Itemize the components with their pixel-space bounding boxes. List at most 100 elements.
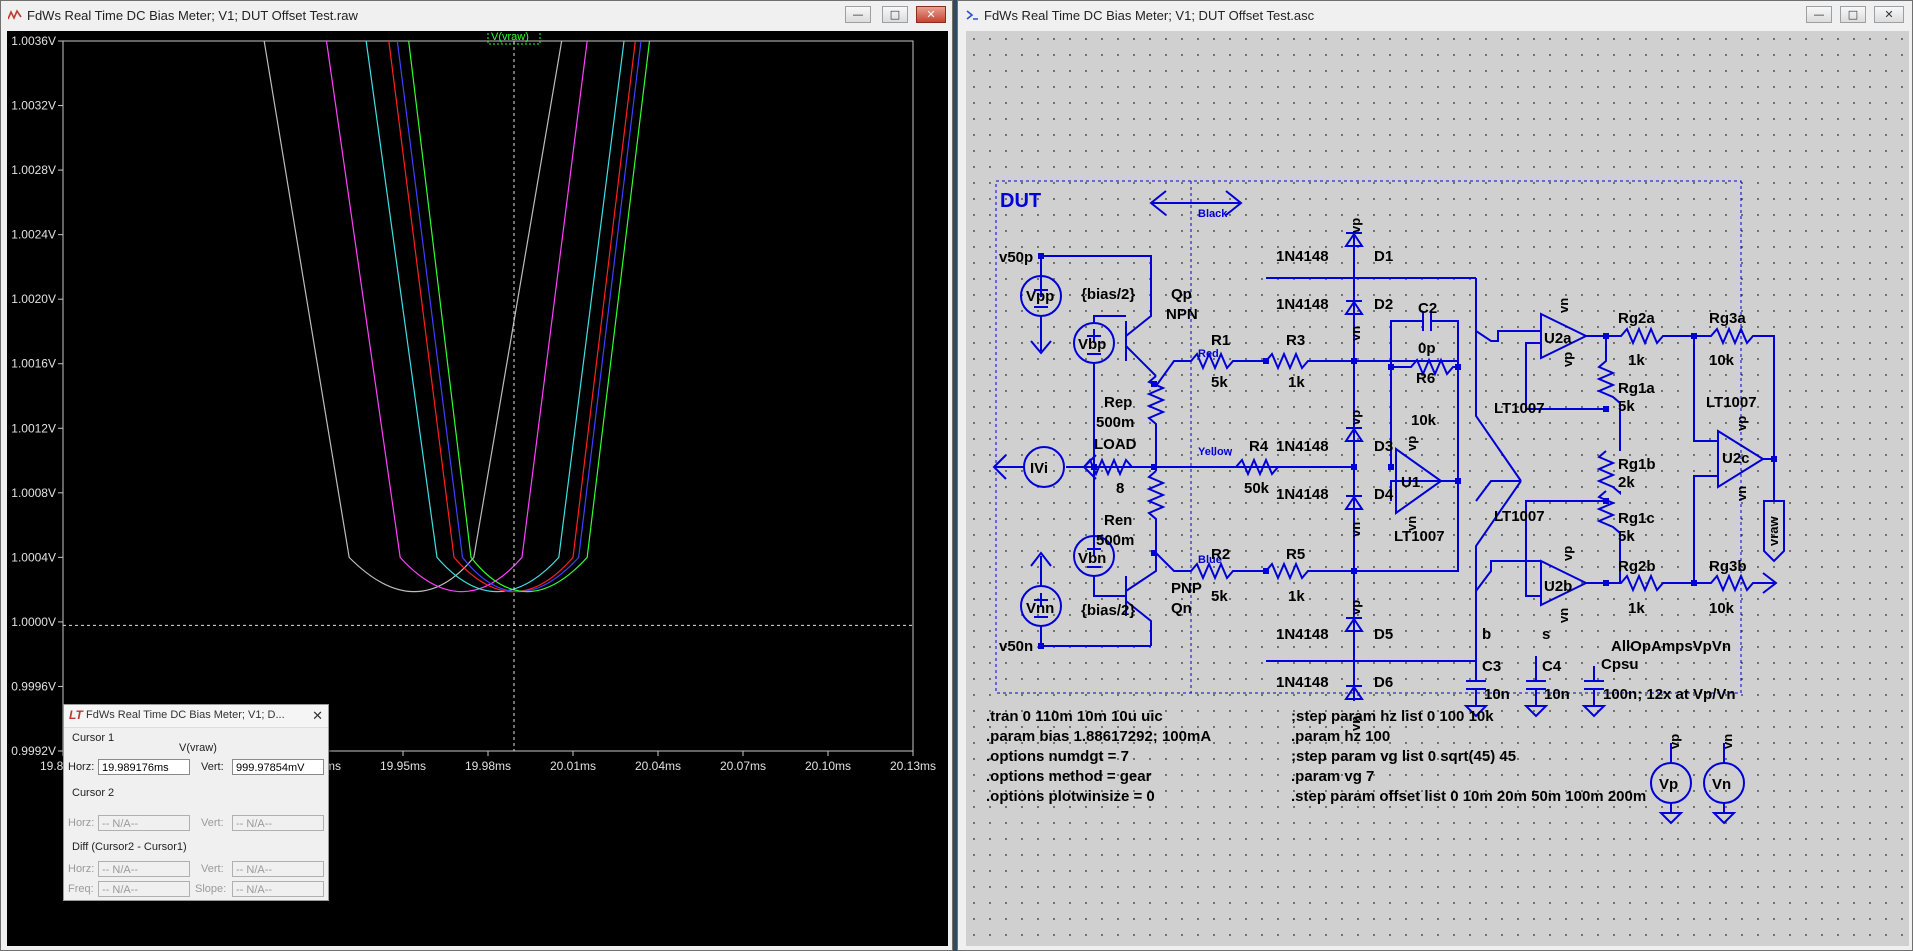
diff-freq-field: -- N/A-- xyxy=(98,881,190,897)
rg2b-label: Rg2b xyxy=(1618,558,1656,575)
u2c-opamp xyxy=(1717,429,1765,489)
x-tick-label: 20.13ms xyxy=(890,759,936,773)
waveform-series-5 xyxy=(396,41,642,593)
c2-label: C2 xyxy=(1418,300,1437,317)
d2-diode xyxy=(1344,300,1364,315)
c4-value: 10n xyxy=(1544,686,1570,703)
rg3b-resistor xyxy=(1694,572,1778,594)
rg1b-value: 2k xyxy=(1618,474,1635,491)
schematic-window: FdWs Real Time DC Bias Meter; V1; DUT Of… xyxy=(957,0,1913,951)
vnn-polarity xyxy=(1034,593,1048,618)
d4-label: D4 xyxy=(1374,486,1394,503)
plot-titlebar[interactable]: FdWs Real Time DC Bias Meter; V1; DUT Of… xyxy=(1,1,952,29)
d4-vn-label: vn xyxy=(1348,522,1363,537)
d4-model: 1N4148 xyxy=(1276,486,1329,503)
directive-right: .param hz 100 xyxy=(1291,728,1390,745)
directive-right: ;step param vg list 0 sqrt(45) 45 xyxy=(1291,748,1516,765)
u1-model: LT1007 xyxy=(1394,528,1445,545)
plot-window-title: FdWs Real Time DC Bias Meter; V1; DUT Of… xyxy=(27,8,358,23)
vbn-label: Vbn xyxy=(1078,550,1106,567)
r6-resistor xyxy=(1391,357,1459,481)
r4-resistor xyxy=(1235,457,1279,477)
qn-transistor xyxy=(1125,546,1157,646)
u2b-opamp xyxy=(1540,559,1589,607)
wire-red-net xyxy=(1155,351,1458,387)
cursor1-horz-label: Horz: xyxy=(68,761,95,773)
vp-source-label: Vp xyxy=(1659,776,1678,793)
y-tick-label: 0.9992V xyxy=(11,744,56,758)
wire-gain-feedback xyxy=(1525,342,1606,597)
cpsu-capacitor xyxy=(1581,666,1607,718)
u2c-model: LT1007 xyxy=(1706,394,1757,411)
rg1c-value: 5k xyxy=(1618,528,1635,545)
vbp-label: Vbp xyxy=(1078,336,1106,353)
load-arrow xyxy=(1082,454,1097,480)
rg2a-resistor xyxy=(1606,326,1694,346)
ren-resistor xyxy=(1146,470,1166,546)
r6-label: R6 xyxy=(1416,370,1435,387)
diff-slope-label: Slope: xyxy=(195,883,227,895)
rg1c-resistor xyxy=(1586,490,1621,584)
d6-vn-label: vn xyxy=(1348,716,1363,731)
rg1b-resistor xyxy=(1596,450,1621,496)
rg2b-value: 1k xyxy=(1628,600,1645,617)
y-tick-label: 1.0024V xyxy=(11,228,56,242)
schematic-titlebar[interactable]: FdWs Real Time DC Bias Meter; V1; DUT Of… xyxy=(958,1,1912,29)
close-icon[interactable]: ✕ xyxy=(312,708,323,723)
c2-value: 0p xyxy=(1418,340,1436,357)
minimize-button[interactable]: — xyxy=(845,6,871,23)
d6-label: D6 xyxy=(1374,674,1393,691)
wire-diode-bus xyxy=(1266,277,1476,662)
cursor1-vert-field[interactable]: 999.97854mV xyxy=(232,759,324,775)
close-button[interactable]: ✕ xyxy=(916,6,946,23)
d5-diode xyxy=(1344,617,1364,632)
maximize-button[interactable]: □ xyxy=(882,6,908,23)
npn-label: NPN xyxy=(1166,306,1198,323)
r4-value: 50k xyxy=(1244,480,1270,497)
vpp-polarity xyxy=(1034,283,1048,308)
d1-vp-label: vp xyxy=(1348,218,1363,233)
y-tick-label: 1.0028V xyxy=(11,163,56,177)
x-tick-label: 19.98ms xyxy=(465,759,511,773)
bias-p-label: {bias/2} xyxy=(1081,286,1135,303)
y-tick-label: 1.0032V xyxy=(11,99,56,113)
load-label: LOAD xyxy=(1094,436,1137,453)
u1-label: U1 xyxy=(1401,474,1420,491)
minimize-button[interactable]: — xyxy=(1806,6,1832,23)
waveform-icon xyxy=(8,9,22,20)
diff-vert-field: -- N/A-- xyxy=(232,861,324,877)
wire-u1-feedback xyxy=(1390,367,1458,501)
qp-transistor xyxy=(1125,291,1157,377)
rg3a-label: Rg3a xyxy=(1709,310,1746,327)
rg3a-resistor xyxy=(1694,326,1775,459)
directive-right: .param vg 7 xyxy=(1291,768,1374,785)
rg1a-value: 5k xyxy=(1618,398,1635,415)
c3-net-label: b xyxy=(1482,626,1491,643)
qp-label: Qp xyxy=(1171,286,1192,303)
u2b-vn-label: vn xyxy=(1556,608,1571,623)
cursor1-horz-field[interactable]: 19.989176ms xyxy=(98,759,190,775)
schematic-canvas[interactable]: DUT Black Red Yellow Blue v50p v50n Vpp … xyxy=(966,31,1909,946)
d2-label: D2 xyxy=(1374,296,1393,313)
d2-model: 1N4148 xyxy=(1276,296,1329,313)
ren-label: Ren xyxy=(1104,512,1132,529)
x-tick-label: 20.07ms xyxy=(720,759,766,773)
vnn-label: Vnn xyxy=(1026,600,1054,617)
vn-src-net-label: vn xyxy=(1720,734,1735,749)
ivi-label: IVi xyxy=(1030,460,1048,477)
x-tick-label: 20.04ms xyxy=(635,759,681,773)
r3-value: 1k xyxy=(1288,374,1305,391)
d1-model: 1N4148 xyxy=(1276,248,1329,265)
cursor2-group-label: Cursor 2 xyxy=(72,787,115,799)
spice-directives: .tran 0 110m 10m 10u uic.param bias 1.88… xyxy=(986,708,1646,805)
schematic-drawing[interactable]: DUT Black Red Yellow Blue v50p v50n Vpp … xyxy=(966,31,1909,946)
d6-model: 1N4148 xyxy=(1276,674,1329,691)
y-tick-label: 1.0036V xyxy=(11,34,56,48)
close-button[interactable]: ✕ xyxy=(1874,6,1904,23)
x-tick-label: 20.10ms xyxy=(805,759,851,773)
r5-label: R5 xyxy=(1286,546,1305,563)
cursor-dialog-titlebar[interactable]: LT FdWs Real Time DC Bias Meter; V1; D..… xyxy=(64,705,328,728)
maximize-button[interactable]: □ xyxy=(1840,6,1866,23)
wire-vbn xyxy=(1093,576,1126,597)
r5-value: 1k xyxy=(1288,588,1305,605)
